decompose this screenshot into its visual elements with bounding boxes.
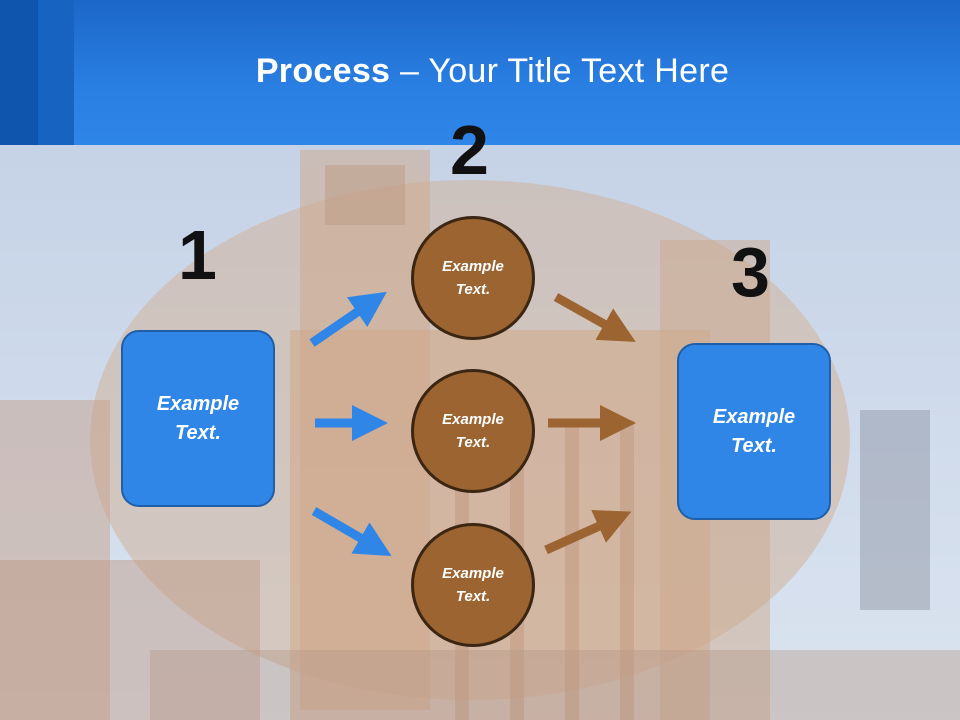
step-number-2: 2 <box>450 111 489 189</box>
circle-bottom-text: Example Text. <box>442 565 504 605</box>
step-number-1: 1 <box>178 216 217 294</box>
left-box-text: Example Text. <box>156 392 240 444</box>
circle-top-text: Example Text. <box>442 258 504 298</box>
circle-bottom: Example Text. <box>411 523 535 647</box>
circle-middle-text: Example Text. <box>442 411 504 451</box>
step-number-3: 3 <box>731 233 770 311</box>
slide-title-bold: Process <box>255 52 391 90</box>
header-band <box>0 0 960 145</box>
header-accent-bar <box>0 0 38 145</box>
slide-title-rest: – Your Title Text Here <box>390 52 730 90</box>
slide-title: Process – Your Title Text Here <box>0 52 960 91</box>
circle-top: Example Text. <box>411 216 535 340</box>
right-box-text: Example Text. <box>712 405 796 457</box>
header-accent-bar-2 <box>38 0 74 145</box>
right-text-box: Example Text. <box>677 343 831 520</box>
left-text-box: Example Text. <box>121 330 275 507</box>
circle-middle: Example Text. <box>411 369 535 493</box>
